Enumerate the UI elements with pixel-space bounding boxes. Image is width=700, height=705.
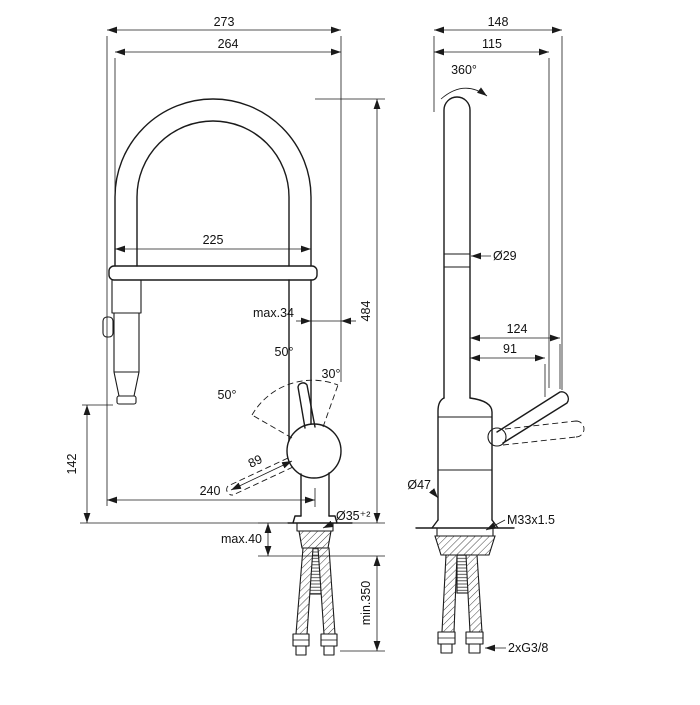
dimensions-side: 148 115 360° Ø29 124 91 Ø47 M33x1.5 2xG3…	[407, 15, 563, 655]
dim-lever-length: 89	[246, 452, 265, 471]
front-view: 273 264 225 max.34 484 142 240 50° 30° 5…	[65, 15, 385, 656]
dim-min-hose: min.350	[359, 581, 373, 626]
dim-max-offset: max.34	[253, 306, 294, 320]
dimensions-front: 273 264 225 max.34 484 142 240 50° 30° 5…	[65, 15, 385, 652]
supply-hoses-front	[292, 547, 338, 656]
dim-line-89	[230, 460, 293, 491]
dim-body-depth: 115	[482, 37, 502, 51]
lever-swing-left	[251, 414, 293, 439]
base-flange-side	[431, 519, 499, 529]
angle-top-label: 50°	[275, 345, 294, 359]
lever-side-solid	[496, 391, 570, 444]
mounting-nut-side	[434, 535, 496, 556]
leader-shank-thread	[485, 519, 506, 531]
leader-body-dia	[428, 488, 439, 499]
dim-hose-thread: 2xG3/8	[508, 641, 548, 655]
dim-outer-width: 225	[203, 233, 224, 247]
dim-overall-height: 484	[359, 301, 373, 322]
dim-body-dia: Ø47	[407, 478, 431, 492]
spout-crossbar	[108, 265, 318, 281]
dim-lever-reach: 124	[507, 322, 528, 336]
lever-side-swing	[502, 420, 585, 446]
washer-side	[436, 527, 494, 537]
side-body	[415, 397, 515, 529]
angle-left-label: 50°	[218, 388, 237, 402]
spray-outlet	[116, 395, 137, 405]
riser-tube	[288, 279, 312, 442]
dim-spout-dia: Ø29	[493, 249, 517, 263]
swivel-joint-lines	[444, 253, 470, 268]
lever-swing-right	[322, 384, 339, 428]
dim-shank-thread: M33x1.5	[507, 513, 555, 527]
swivel-arrow	[440, 87, 488, 100]
supply-hoses-side	[437, 554, 484, 654]
ball-joint	[286, 423, 342, 479]
dim-overall-width: 273	[214, 15, 235, 29]
dim-hole-dia: Ø35⁺²	[336, 509, 370, 523]
washer	[296, 522, 334, 532]
handle-front	[226, 379, 339, 496]
dim-spray-height: 142	[65, 454, 79, 475]
base-flange	[292, 515, 338, 524]
swivel-label: 360°	[451, 63, 477, 77]
dim-spout-width: 264	[218, 37, 239, 51]
dim-reach: 240	[200, 484, 221, 498]
side-view: 148 115 360° Ø29 124 91 Ø47 M33x1.5 2xG3…	[407, 15, 585, 655]
handle-pivot	[487, 427, 507, 447]
angle-right-label: 30°	[322, 367, 341, 381]
spout-arch	[108, 98, 318, 281]
spray-button	[102, 316, 114, 338]
spray-head	[102, 279, 142, 405]
dim-max-deck: max.40	[221, 532, 262, 546]
leader-hole-dia	[322, 520, 335, 529]
handle-side	[487, 391, 585, 447]
lever-swing-arc	[251, 379, 339, 416]
dim-pivot-reach: 91	[503, 342, 517, 356]
mounting-nut	[298, 530, 332, 549]
lever-solid	[297, 382, 316, 429]
dim-overall-depth: 148	[488, 15, 509, 29]
side-spout	[443, 96, 471, 399]
